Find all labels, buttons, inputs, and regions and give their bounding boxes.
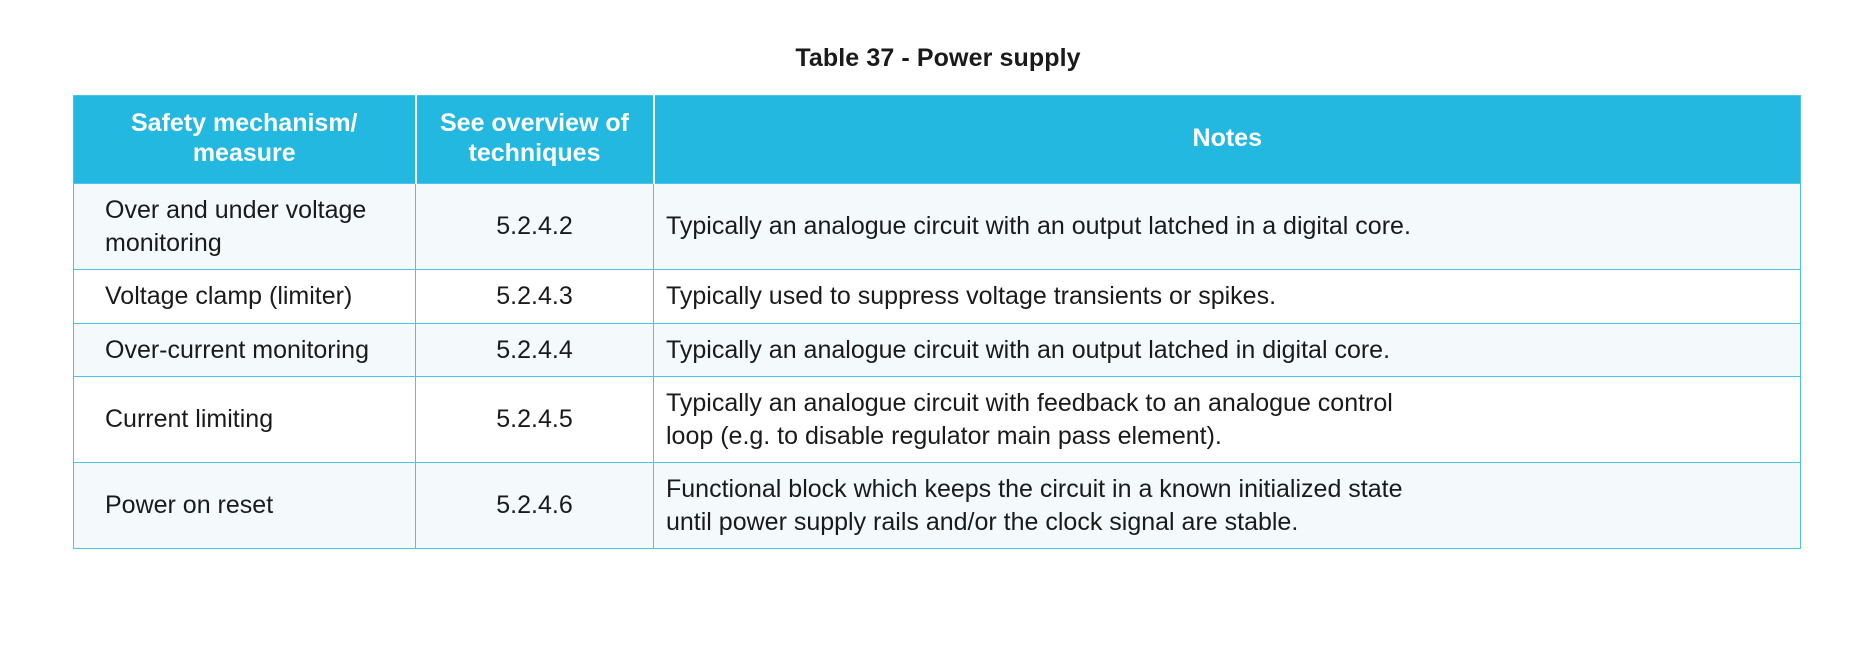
cell-technique-reference: 5.2.4.5 xyxy=(415,376,654,463)
column-header-notes-line1: Notes xyxy=(1192,123,1262,152)
table-row: Power on reset 5.2.4.6 Functional block … xyxy=(73,462,1801,549)
cell-notes: Typically an analogue circuit with an ou… xyxy=(653,183,1801,270)
cell-notes-line1: Typically an analogue circuit with an ou… xyxy=(666,212,1411,241)
cell-notes: Typically used to suppress voltage trans… xyxy=(653,269,1801,324)
cell-notes-line2: loop (e.g. to disable regulator main pas… xyxy=(666,421,1222,450)
cell-notes-line2: until power supply rails and/or the cloc… xyxy=(666,507,1299,536)
cell-safety-mechanism: Voltage clamp (limiter) xyxy=(73,269,416,324)
cell-technique-reference: 5.2.4.2 xyxy=(415,183,654,270)
table-header: Safety mechanism/ measure See overview o… xyxy=(73,95,1801,184)
column-header-see-overview-of-techniques: See overview of techniques xyxy=(415,95,655,184)
cell-notes: Functional block which keeps the circuit… xyxy=(653,462,1801,549)
cell-notes-line1: Functional block which keeps the circuit… xyxy=(666,475,1403,503)
power-supply-table: Safety mechanism/ measure See overview o… xyxy=(73,95,1801,549)
cell-safety-mechanism: Current limiting xyxy=(73,376,416,463)
table-row: Voltage clamp (limiter) 5.2.4.3 Typicall… xyxy=(73,269,1801,324)
column-header-techniques-line2: techniques xyxy=(468,138,601,167)
cell-notes-line1: Typically used to suppress voltage trans… xyxy=(666,282,1277,310)
cell-technique-reference: 5.2.4.4 xyxy=(415,322,654,377)
table-row: Current limiting 5.2.4.5 Typically an an… xyxy=(73,376,1801,463)
cell-safety-mechanism: Over-current monitoring xyxy=(73,322,416,377)
column-header-safety-mechanism-line1: Safety mechanism/ xyxy=(131,109,358,137)
column-header-techniques-line1: See overview of xyxy=(440,109,629,137)
header-row: Safety mechanism/ measure See overview o… xyxy=(73,95,1801,184)
cell-technique-reference: 5.2.4.6 xyxy=(415,462,654,549)
cell-technique-reference: 5.2.4.3 xyxy=(415,269,654,324)
cell-notes-line1: Typically an analogue circuit with an ou… xyxy=(666,335,1391,364)
column-header-safety-mechanism: Safety mechanism/ measure xyxy=(73,95,417,184)
table-row: Over and under voltage monitoring 5.2.4.… xyxy=(73,183,1801,270)
cell-safety-mechanism: Power on reset xyxy=(73,462,416,549)
table-row: Over-current monitoring 5.2.4.4 Typicall… xyxy=(73,322,1801,377)
column-header-safety-mechanism-line2: measure xyxy=(192,138,296,167)
column-header-notes: Notes xyxy=(653,95,1801,184)
table-body: Over and under voltage monitoring 5.2.4.… xyxy=(73,183,1801,549)
table-caption: Table 37 - Power supply xyxy=(795,44,1081,72)
cell-notes: Typically an analogue circuit with an ou… xyxy=(653,322,1801,377)
cell-notes-line1: Typically an analogue circuit with feedb… xyxy=(666,389,1393,417)
cell-notes: Typically an analogue circuit with feedb… xyxy=(653,376,1801,463)
table-container: Safety mechanism/ measure See overview o… xyxy=(73,95,1801,549)
cell-safety-mechanism: Over and under voltage monitoring xyxy=(73,183,416,270)
